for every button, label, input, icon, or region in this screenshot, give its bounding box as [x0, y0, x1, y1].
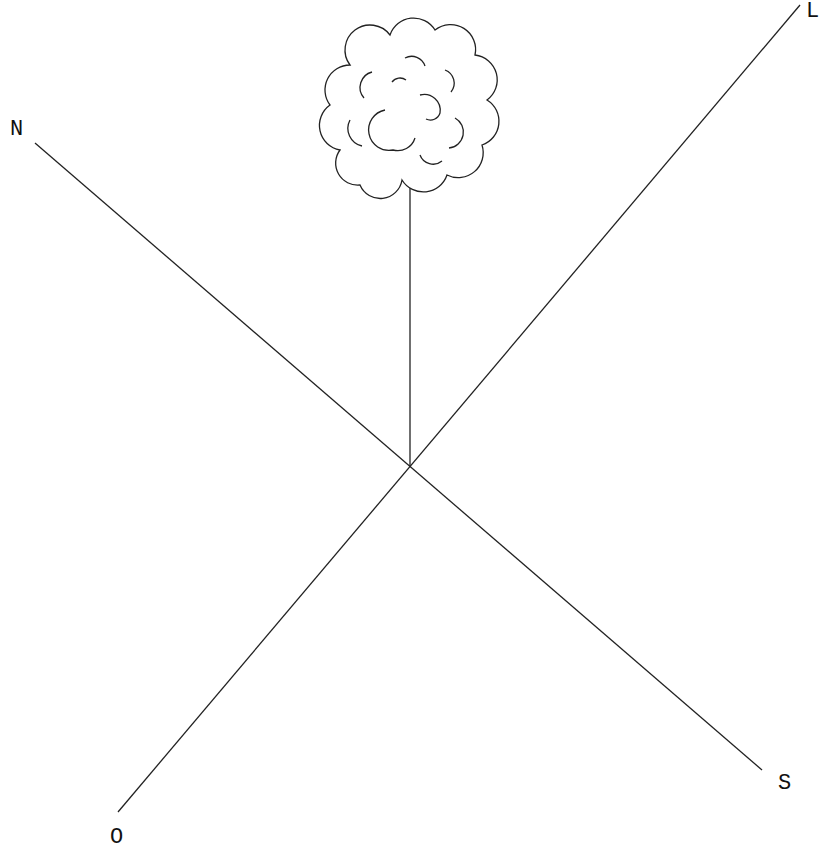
east-west-line: [118, 5, 800, 812]
compass-point-label: L: [806, 0, 819, 24]
compass-point-label: N: [10, 118, 23, 142]
crown-curls: [348, 56, 463, 164]
north-south-line: [35, 143, 762, 770]
compass-point-label: O: [110, 826, 123, 850]
tree-crown: [319, 18, 499, 198]
compass-point-label: S: [778, 772, 791, 796]
tree-trunk: [409, 184, 410, 466]
